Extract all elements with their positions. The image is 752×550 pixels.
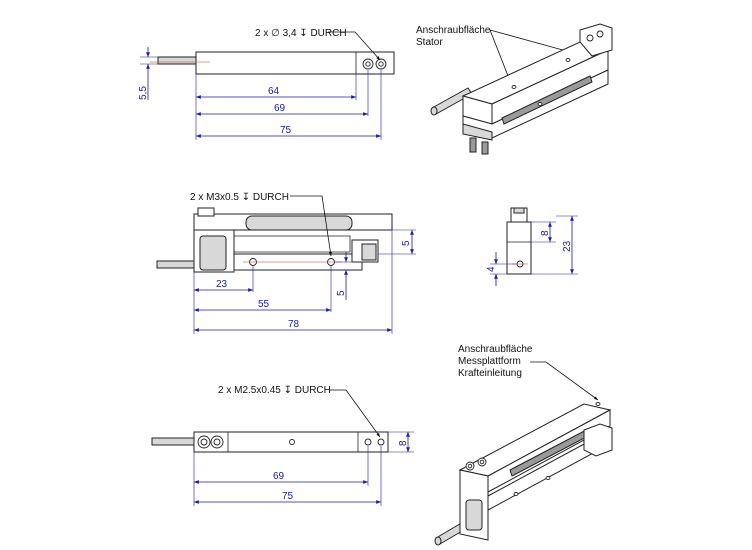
- dim-side-5b: 5: [401, 240, 412, 246]
- bottom-view: 2 x M2.5x0.45 ↧ DURCH 69 75 8: [151, 385, 414, 506]
- dim-top-75: 75: [280, 125, 292, 136]
- iso-top-view: Anschraubfläche Stator: [416, 23, 613, 155]
- dim-side-23: 23: [216, 279, 228, 290]
- bottom-view-pin: [151, 437, 197, 446]
- iso-bottom-label-3: Krafteinleitung: [458, 368, 522, 379]
- iso-bottom-label-2: Messplattform: [458, 356, 521, 367]
- dim-bottom-75: 75: [282, 491, 294, 502]
- top-view-pin: [157, 56, 197, 65]
- dim-side-5a: 5: [336, 290, 347, 296]
- dim-side-55: 55: [258, 299, 270, 310]
- dim-top-64: 64: [268, 86, 280, 97]
- dim-end-8: 8: [540, 230, 551, 236]
- dim-end-4: 4: [486, 266, 497, 272]
- dim-top-5-5: 5,5: [138, 86, 149, 100]
- bottom-view-hole-2: [377, 438, 385, 446]
- side-view-pin: [156, 260, 196, 269]
- dim-side-78: 78: [288, 319, 300, 330]
- side-view-note: 2 x M3x0.5 ↧ DURCH: [190, 192, 289, 203]
- dim-bottom-8: 8: [398, 440, 409, 446]
- top-view: 2 x ∅ 3,4 ↧ DURCH 64 69 75 5,5: [138, 28, 395, 140]
- iso-bottom-label-1: Anschraubfläche: [458, 344, 533, 355]
- end-view: 8 23 4: [486, 207, 578, 286]
- iso-top-label-1: Anschraubfläche: [416, 25, 491, 36]
- iso-bottom-view: Anschraubfläche Messplattform Krafteinle…: [434, 344, 613, 546]
- bottom-view-hole-1: [364, 438, 372, 446]
- side-view: 2 x M3x0.5 ↧ DURCH 23 55 78 5 5: [156, 192, 416, 334]
- top-view-body: [195, 51, 395, 75]
- dim-bottom-69: 69: [273, 471, 285, 482]
- dim-top-69: 69: [274, 103, 286, 114]
- dim-end-23: 23: [562, 240, 573, 252]
- top-view-note: 2 x ∅ 3,4 ↧ DURCH: [255, 28, 347, 39]
- bottom-view-note: 2 x M2.5x0.45 ↧ DURCH: [218, 385, 331, 396]
- iso-top-label-2: Stator: [416, 37, 443, 48]
